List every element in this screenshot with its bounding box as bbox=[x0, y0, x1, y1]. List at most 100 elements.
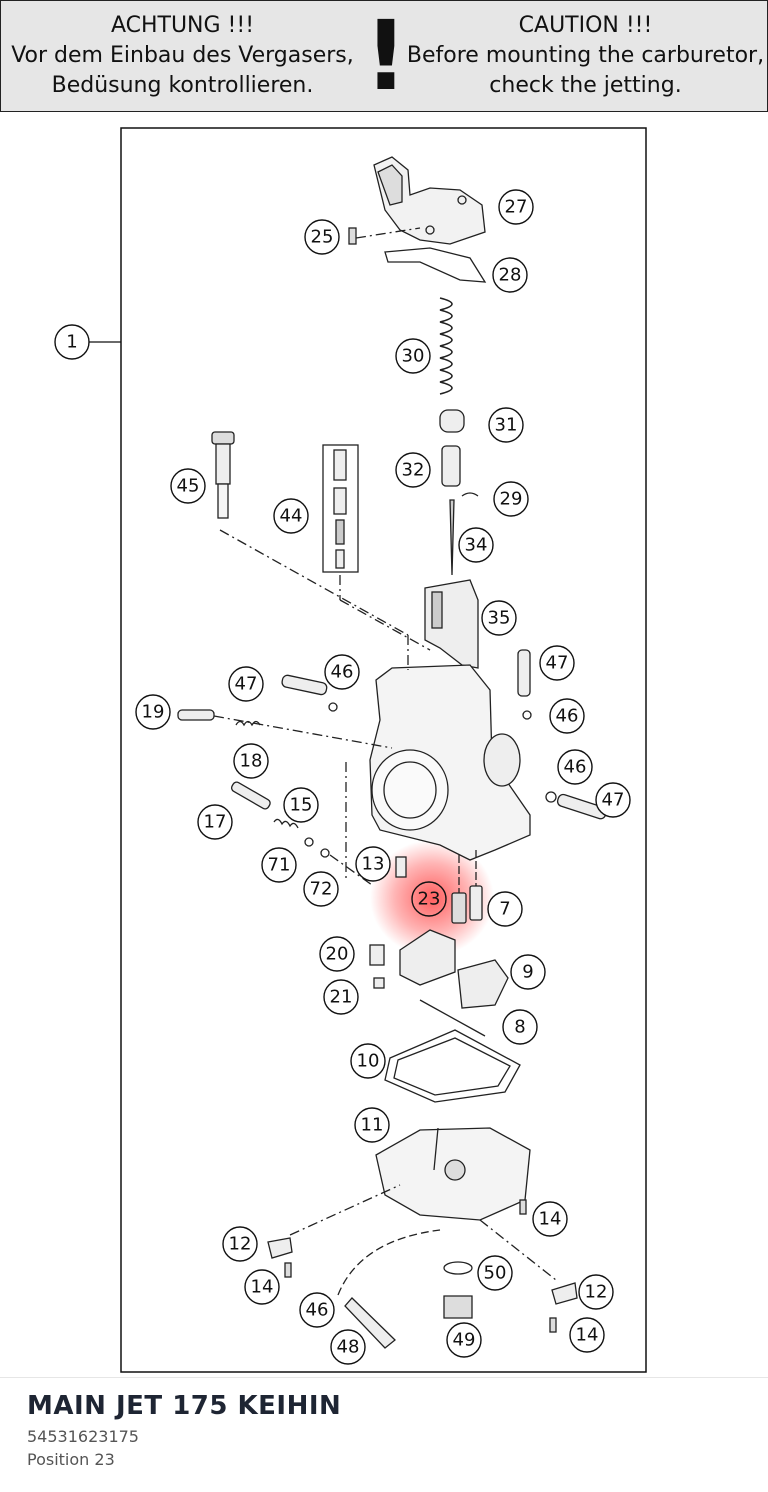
callout-circle-17 bbox=[197, 804, 233, 840]
callout-circle-32 bbox=[395, 452, 431, 488]
callout-circle-46b bbox=[549, 698, 585, 734]
callout-17[interactable]: 17 bbox=[204, 812, 227, 833]
callout-circle-12a bbox=[222, 1226, 258, 1262]
callout-71[interactable]: 71 bbox=[268, 855, 291, 876]
callout-12b[interactable]: 12 bbox=[585, 1282, 608, 1303]
assembly-frame bbox=[120, 127, 647, 1373]
callout-circle-11 bbox=[354, 1107, 390, 1143]
callout-circle-72 bbox=[303, 871, 339, 907]
part-title: MAIN JET 175 KEIHIN bbox=[27, 1391, 342, 1421]
callout-21[interactable]: 21 bbox=[330, 987, 353, 1008]
callout-46a[interactable]: 46 bbox=[331, 662, 354, 683]
callout-7[interactable]: 7 bbox=[499, 899, 510, 920]
callout-circle-48 bbox=[330, 1329, 366, 1365]
callout-1[interactable]: 1 bbox=[66, 332, 77, 353]
exclamation-icon: ! bbox=[364, 0, 408, 112]
callout-circle-46a bbox=[324, 654, 360, 690]
callout-circle-14b bbox=[244, 1269, 280, 1305]
callout-circle-7 bbox=[487, 891, 523, 927]
callout-circle-12b bbox=[578, 1274, 614, 1310]
callout-11[interactable]: 11 bbox=[361, 1115, 384, 1136]
callout-50[interactable]: 50 bbox=[484, 1263, 507, 1284]
warning-english-line2: check the jetting. bbox=[489, 73, 682, 98]
callout-27[interactable]: 27 bbox=[505, 197, 528, 218]
callout-numbers: 1 25 27 28 30 31 32 29 34 45 44 35 47 46… bbox=[66, 197, 624, 1358]
part-number: 54531623175 bbox=[27, 1427, 139, 1446]
callout-circle-1 bbox=[54, 324, 90, 360]
callout-28[interactable]: 28 bbox=[499, 265, 522, 286]
callout-circle-44 bbox=[273, 498, 309, 534]
callout-48[interactable]: 48 bbox=[337, 1337, 360, 1358]
callout-circle-47b bbox=[539, 645, 575, 681]
callout-9[interactable]: 9 bbox=[522, 962, 533, 983]
callout-circle-27 bbox=[498, 189, 534, 225]
part-info-panel: MAIN JET 175 KEIHIN 54531623175 Position… bbox=[0, 1377, 768, 1492]
callout-circle-15 bbox=[283, 787, 319, 823]
callout-8[interactable]: 8 bbox=[514, 1017, 525, 1038]
callout-circle-47c bbox=[595, 782, 631, 818]
warning-german: ACHTUNG !!! Vor dem Einbau des Vergasers… bbox=[1, 11, 364, 101]
carburetor-exploded-diagram: 1 25 27 28 30 31 32 29 34 45 44 35 47 46… bbox=[54, 127, 647, 1373]
callout-46d[interactable]: 46 bbox=[306, 1300, 329, 1321]
part-position: Position 23 bbox=[27, 1450, 115, 1469]
callout-14b[interactable]: 14 bbox=[251, 1277, 274, 1298]
callout-34[interactable]: 34 bbox=[465, 535, 488, 556]
warning-english: CAUTION !!! Before mounting the carburet… bbox=[404, 11, 767, 101]
callout-circle-47a bbox=[228, 666, 264, 702]
warning-english-title: CAUTION !!! bbox=[518, 13, 653, 38]
callout-circle-14c bbox=[569, 1317, 605, 1353]
callout-circle-20 bbox=[319, 936, 355, 972]
part-drawings bbox=[177, 156, 607, 1349]
callout-45[interactable]: 45 bbox=[177, 476, 200, 497]
callout-circle-19 bbox=[135, 694, 171, 730]
callout-25[interactable]: 25 bbox=[311, 227, 334, 248]
callout-circle-34 bbox=[458, 527, 494, 563]
callout-47a[interactable]: 47 bbox=[235, 674, 258, 695]
callout-18[interactable]: 18 bbox=[240, 751, 263, 772]
callout-circle-29 bbox=[493, 481, 529, 517]
callout-29[interactable]: 29 bbox=[500, 489, 523, 510]
callout-12a[interactable]: 12 bbox=[229, 1234, 252, 1255]
callout-circle-13 bbox=[355, 846, 391, 882]
callout-35[interactable]: 35 bbox=[488, 608, 511, 629]
callout-circle-71 bbox=[261, 847, 297, 883]
warning-german-line1: Vor dem Einbau des Vergasers, bbox=[11, 43, 354, 68]
warning-banner: ACHTUNG !!! Vor dem Einbau des Vergasers… bbox=[0, 0, 768, 112]
callout-circle-23 bbox=[411, 881, 447, 917]
callout-circle-35 bbox=[481, 600, 517, 636]
callout-circle-46c bbox=[557, 749, 593, 785]
warning-english-line1: Before mounting the carburetor, bbox=[406, 43, 765, 68]
callout-circle-9 bbox=[510, 954, 546, 990]
callout-46c[interactable]: 46 bbox=[564, 757, 587, 778]
callout-14c[interactable]: 14 bbox=[576, 1325, 599, 1346]
callout-20[interactable]: 20 bbox=[326, 944, 349, 965]
callout-47c[interactable]: 47 bbox=[602, 790, 625, 811]
warning-german-title: ACHTUNG !!! bbox=[110, 13, 255, 38]
warning-german-line2: Bedüsung kontrollieren. bbox=[51, 73, 314, 98]
callout-19[interactable]: 19 bbox=[142, 702, 165, 723]
callout-circle-8 bbox=[502, 1009, 538, 1045]
callout-32[interactable]: 32 bbox=[402, 460, 425, 481]
callout-30[interactable]: 30 bbox=[402, 346, 425, 367]
callout-47b[interactable]: 47 bbox=[546, 653, 569, 674]
callout-circle-45 bbox=[170, 468, 206, 504]
callout-circle-14a bbox=[532, 1201, 568, 1237]
callout-circle-25 bbox=[304, 219, 340, 255]
callout-circle-50 bbox=[477, 1255, 513, 1291]
callout-10[interactable]: 10 bbox=[357, 1051, 380, 1072]
callout-14a[interactable]: 14 bbox=[539, 1209, 562, 1230]
callout-44[interactable]: 44 bbox=[280, 506, 303, 527]
callout-15[interactable]: 15 bbox=[290, 795, 313, 816]
callout-circle-49 bbox=[446, 1322, 482, 1358]
callout-labels bbox=[54, 189, 631, 1365]
callout-circle-21 bbox=[323, 979, 359, 1015]
callout-circle-46d bbox=[299, 1292, 335, 1328]
callout-23[interactable]: 23 bbox=[418, 889, 441, 910]
callout-circle-18 bbox=[233, 743, 269, 779]
callout-31[interactable]: 31 bbox=[495, 415, 518, 436]
callout-46b[interactable]: 46 bbox=[556, 706, 579, 727]
callout-72[interactable]: 72 bbox=[310, 879, 333, 900]
callout-circle-31 bbox=[488, 407, 524, 443]
callout-13[interactable]: 13 bbox=[362, 854, 385, 875]
callout-49[interactable]: 49 bbox=[453, 1330, 476, 1351]
